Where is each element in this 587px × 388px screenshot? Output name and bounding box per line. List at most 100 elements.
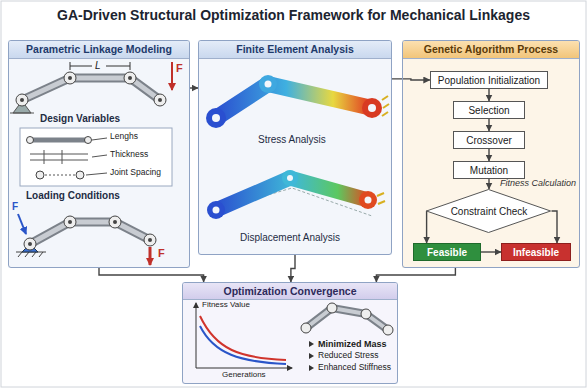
panel-fill — [8, 40, 580, 384]
panel-fill — [402, 40, 580, 268]
optimized-linkage — [301, 323, 311, 333]
text-label: Stress Analysis — [258, 134, 326, 146]
process-box: Crossover — [453, 131, 525, 149]
variables-box — [20, 128, 172, 186]
panel: Parametric Linkage Modeling — [8, 40, 190, 268]
linkage-drawing — [10, 72, 166, 113]
displacement-plot — [359, 191, 377, 209]
dimension-line — [70, 62, 71, 70]
dimension-line — [130, 62, 131, 70]
variables-sketch — [30, 154, 88, 155]
loading-drawing — [25, 252, 29, 257]
variables-sketch — [36, 171, 44, 179]
variables-sketch — [30, 138, 88, 143]
linkage-drawing — [154, 94, 166, 106]
process-box: Mutation — [453, 161, 525, 179]
variables-sketch — [62, 150, 63, 164]
feasible-box: Feasible — [413, 243, 481, 261]
loading-drawing — [68, 220, 72, 224]
panel-fill — [182, 282, 398, 384]
stress-plot — [265, 81, 272, 88]
linkage-drawing — [68, 76, 72, 80]
variables-sketch — [76, 171, 84, 179]
loading-drawing — [109, 216, 121, 228]
displacement-plot — [365, 197, 372, 204]
stress-plot — [382, 96, 388, 100]
connector-arrow — [488, 149, 489, 161]
linkage-drawing — [16, 94, 28, 106]
connector-arrow — [488, 89, 489, 101]
stress-plot — [216, 84, 372, 118]
displacement-plot — [282, 170, 298, 186]
stress-plot — [206, 108, 226, 128]
variables-sketch — [27, 137, 108, 180]
optimized-linkage — [306, 308, 388, 330]
connector-arrow — [426, 211, 428, 243]
panel: Finite Element Analysis — [198, 40, 392, 255]
bullet — [309, 341, 314, 371]
text-label: Enhanced Stiffness — [318, 363, 391, 373]
text-label: Minimized Mass — [318, 339, 387, 349]
displacement-plot — [207, 201, 225, 219]
loading-drawing — [18, 214, 26, 234]
bullet — [309, 341, 314, 347]
node-text: Mutation — [470, 165, 508, 176]
panel-header: Finite Element Analysis — [199, 41, 391, 59]
stress-plot — [383, 104, 389, 108]
variables-sketch — [86, 173, 107, 175]
linkage-drawing — [22, 78, 160, 100]
connector-arrow — [488, 179, 489, 189]
dimension-line — [70, 66, 92, 67]
decision-diamond: Constraint Check — [426, 189, 551, 233]
loading-drawing — [149, 247, 152, 265]
loading-drawing — [18, 252, 22, 257]
text-label: F — [158, 247, 165, 260]
optimized-linkage — [306, 308, 388, 330]
text-label: Design Variables — [40, 113, 120, 125]
optimized-linkage — [361, 309, 371, 319]
force-arrow — [171, 62, 173, 90]
variables-sketch — [92, 155, 107, 157]
node-text: Constraint Check — [451, 206, 528, 217]
convergence-chart — [196, 303, 292, 368]
optimized-linkage — [327, 303, 337, 313]
loading-drawing — [16, 214, 156, 265]
connector-arrow — [291, 255, 295, 282]
panel: Genetic Algorithm ProcessPopulation Init… — [402, 40, 580, 268]
loading-drawing — [148, 238, 152, 242]
displacement-plot — [287, 175, 293, 181]
linkage-drawing — [158, 98, 162, 102]
convergence-chart — [196, 368, 292, 369]
displacement-plot — [207, 170, 385, 219]
infeasible-box: Infeasible — [501, 243, 571, 261]
variables-sketch — [44, 150, 45, 164]
connector-arrow — [552, 211, 558, 243]
node-text: Crossover — [466, 135, 512, 146]
variables-sketch — [85, 137, 92, 144]
connector-arrow — [376, 268, 455, 282]
displacement-plot — [213, 207, 220, 214]
process-box: Selection — [453, 101, 525, 119]
connector-arrow — [190, 87, 198, 88]
stress-plot — [206, 75, 389, 128]
loading-drawing — [30, 222, 150, 244]
linkage-drawing — [10, 113, 34, 114]
displacement-plot — [378, 201, 385, 204]
displacement-plot — [377, 193, 384, 196]
linkage-drawing — [22, 78, 160, 100]
diamond-outline — [427, 190, 551, 233]
stress-plot — [212, 114, 220, 122]
panel-header: Parametric Linkage Modeling — [9, 41, 189, 59]
connector-arrow — [392, 79, 430, 80]
variables-sketch — [30, 160, 88, 161]
text-label: Joint Spacing — [110, 168, 161, 178]
variables-sketch — [27, 137, 34, 144]
text-label: Generations — [222, 370, 266, 379]
convergence-chart — [200, 316, 286, 360]
loading-drawing — [144, 234, 156, 246]
linkage-drawing — [128, 76, 132, 80]
text-label: Fitness Calculation — [500, 178, 576, 188]
process-box: Population Initialization — [430, 71, 548, 89]
